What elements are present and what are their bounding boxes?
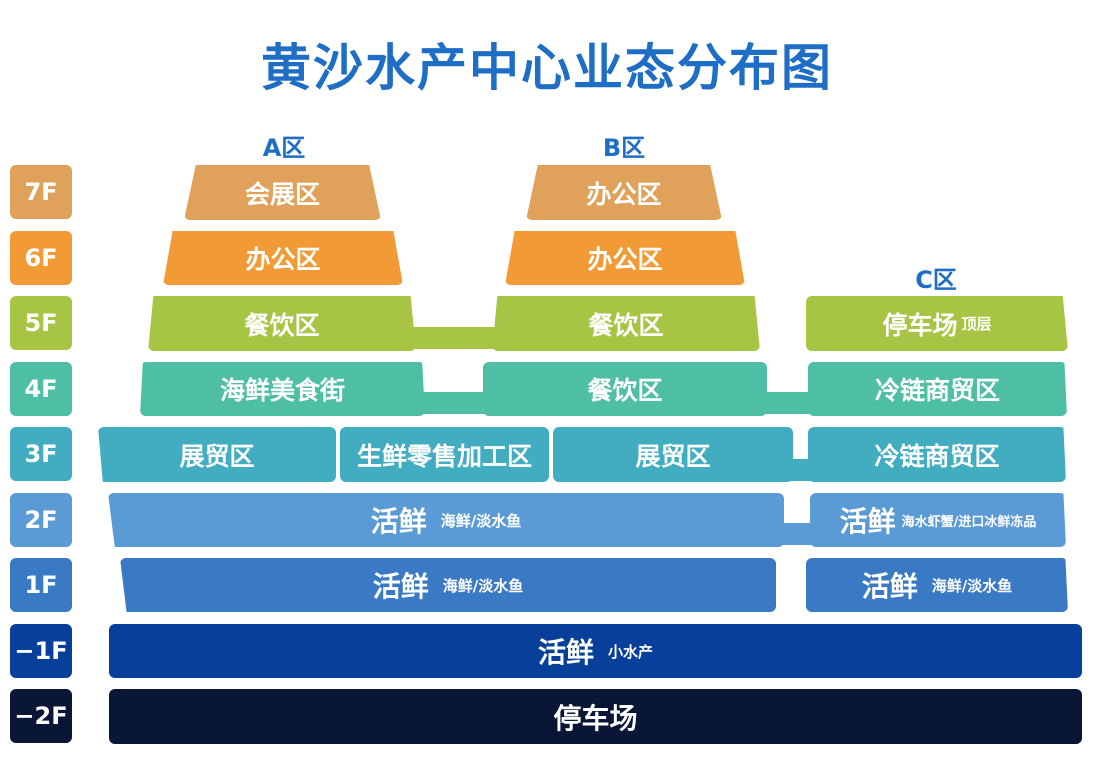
block-7f-a-exhibition: 会展区 — [184, 165, 381, 220]
block-6f-a-office: 办公区 — [163, 231, 403, 285]
block-label: 停车场 — [553, 701, 638, 735]
block-label: 办公区 — [587, 245, 663, 274]
block-label: 活鲜 — [839, 505, 896, 538]
zone-label-a: A区 — [262, 134, 306, 162]
floor-badge-4f: 4F — [10, 362, 72, 416]
block-label: 活鲜 — [370, 505, 427, 538]
connector-3f-bc — [786, 459, 814, 481]
block-sublabel: 小水产 — [608, 642, 654, 661]
block-5f-a-dining: 餐饮区 — [148, 296, 416, 351]
block-1f-c-live-seafood: 活鲜 海鲜/淡水鱼 — [806, 558, 1068, 612]
block-label: 生鲜零售加工区 — [356, 441, 532, 471]
floor-badge-b1: −1F — [10, 624, 72, 678]
block-sublabel: 海鲜/淡水鱼 — [440, 511, 522, 530]
block-1f-ab-live-seafood: 活鲜 海鲜/淡水鱼 — [120, 558, 776, 612]
block-2f-ab-live-seafood: 活鲜 海鲜/淡水鱼 — [108, 493, 784, 547]
block-label: 海鲜美食街 — [219, 376, 345, 405]
zone-label-b: B区 — [602, 134, 646, 162]
floor-badge-2f: 2F — [10, 493, 72, 547]
block-7f-b-office: 办公区 — [526, 165, 722, 220]
block-3f-a-exhibition: 展贸区 — [98, 427, 336, 482]
zone-label-c: C区 — [915, 266, 957, 294]
floor-badge-6f: 6F — [10, 231, 72, 285]
block-label: 活鲜 — [372, 570, 429, 603]
block-label: 餐饮区 — [588, 310, 664, 340]
block-label: 活鲜 — [861, 570, 918, 603]
connector-5f-ab — [410, 327, 510, 349]
block-4f-b-dining: 餐饮区 — [483, 362, 767, 416]
block-3f-c-cold-chain: 冷链商贸区 — [808, 427, 1066, 482]
block-label: 冷链商贸区 — [874, 376, 1000, 405]
floor-badge-7f: 7F — [10, 165, 72, 219]
block-4f-a-seafood-street: 海鲜美食街 — [140, 362, 425, 416]
block-label: 展贸区 — [635, 441, 711, 471]
block-3f-a-fresh-retail: 生鲜零售加工区 — [340, 427, 549, 482]
floor-badge-b2: −2F — [10, 689, 72, 743]
block-sublabel: 海鲜/淡水鱼 — [931, 576, 1013, 595]
block-label: 餐饮区 — [244, 310, 320, 340]
block-label: 冷链商贸区 — [874, 441, 1000, 471]
block-5f-c-parking: 停车场 顶层 — [806, 296, 1068, 351]
block-label: 停车场 — [882, 310, 958, 340]
block-label: 会展区 — [244, 179, 320, 209]
floor-badge-3f: 3F — [10, 427, 72, 481]
block-sublabel: 海水虾蟹/进口冰鲜冻品 — [901, 514, 1037, 530]
block-label: 办公区 — [245, 245, 321, 274]
block-3f-b-exhibition: 展贸区 — [553, 427, 793, 482]
block-label: 办公区 — [586, 179, 662, 209]
block-sublabel: 海鲜/淡水鱼 — [442, 576, 524, 595]
block-2f-c-live-seafood: 活鲜 海水虾蟹/进口冰鲜冻品 — [810, 493, 1066, 547]
page-title: 黄沙水产中心业态分布图 — [261, 39, 833, 97]
block-label: 活鲜 — [537, 636, 594, 669]
block-4f-c-cold-chain: 冷链商贸区 — [808, 362, 1067, 416]
connector-4f-bc — [760, 392, 815, 414]
block-label: 餐饮区 — [587, 376, 663, 405]
block-5f-b-dining: 餐饮区 — [492, 296, 760, 351]
block-label: 展贸区 — [179, 441, 255, 471]
block-b2-parking: 停车场 — [109, 689, 1082, 744]
connector-4f-ab — [418, 392, 490, 414]
block-b1-live-seafood: 活鲜 小水产 — [109, 624, 1082, 678]
connector-2f-abc — [780, 523, 816, 545]
block-sublabel: 顶层 — [961, 315, 992, 333]
block-6f-b-office: 办公区 — [505, 231, 745, 285]
floor-badge-5f: 5F — [10, 296, 72, 350]
floor-badge-1f: 1F — [10, 558, 72, 612]
